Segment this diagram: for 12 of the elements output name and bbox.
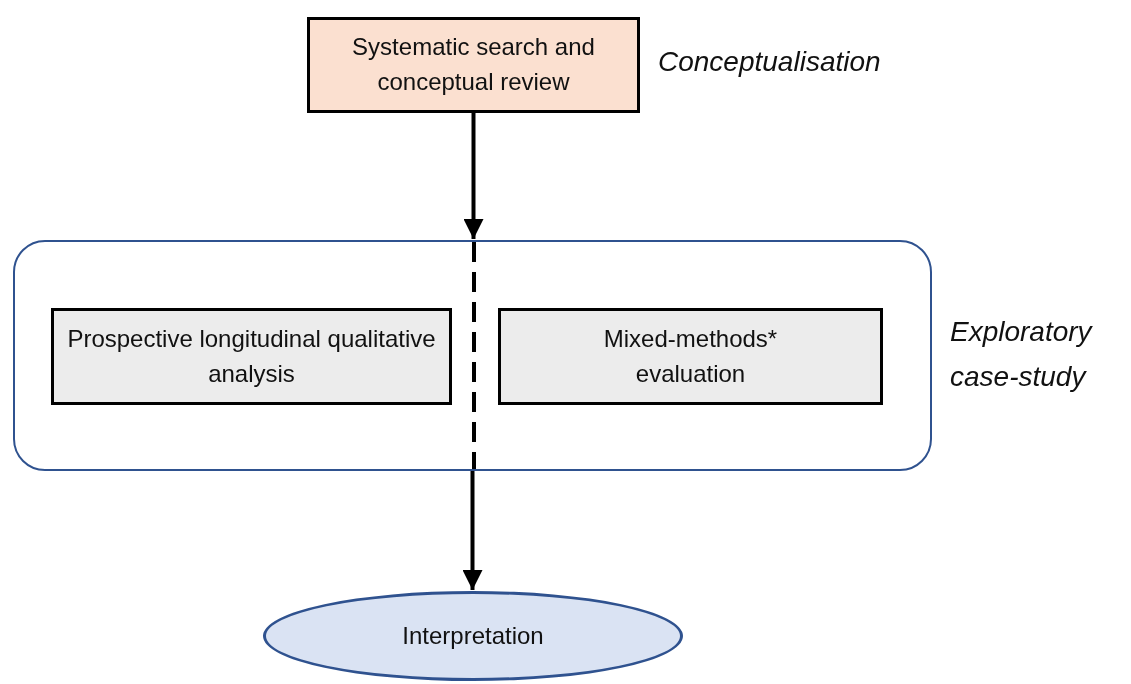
stage-label: Exploratory case-study (950, 315, 1094, 394)
process-box (498, 308, 883, 405)
node-label: Systematic search and conceptual review (351, 32, 596, 97)
group-container (13, 240, 932, 471)
arrow (462, 471, 483, 590)
node-label: Interpretation (401, 620, 545, 651)
process-box (307, 17, 640, 113)
process-box (51, 308, 452, 405)
arrow (463, 113, 484, 239)
node-label: Mixed-methods* evaluation (602, 323, 779, 389)
stage-label: Conceptualisation (658, 45, 882, 79)
node-label: Prospective longitudinal qualitative analysis (66, 323, 437, 389)
